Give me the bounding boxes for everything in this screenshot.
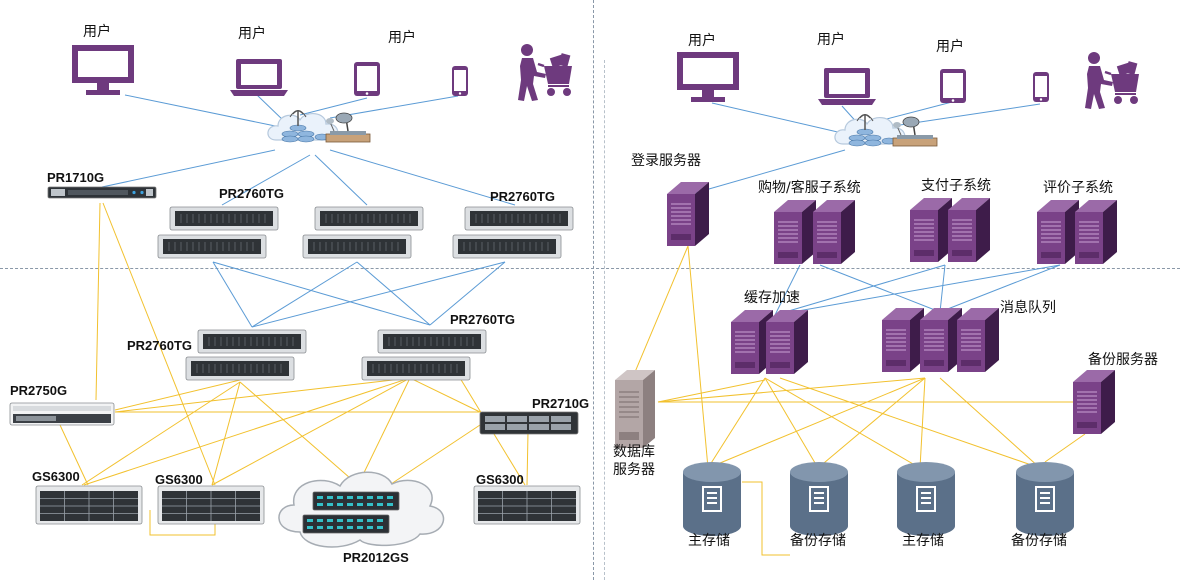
db-server-label-line2: 服务器 (613, 462, 655, 478)
pr2012gs-cloud (278, 471, 445, 548)
server-label-pr2760tg: PR2760TG (450, 312, 516, 327)
pr2760tg-server-bottom-3 (452, 234, 562, 259)
user-label: 用户 (83, 24, 111, 40)
mq-server-icon-2 (919, 307, 963, 373)
cloud-network-icon (267, 109, 371, 143)
user-label: 用户 (936, 39, 964, 55)
database-server-icon (614, 369, 656, 449)
mq-server-icon-3 (956, 307, 1000, 373)
pr2760tg-server-bottom-2 (302, 234, 412, 259)
server-label-pr1710g: PR1710G (47, 170, 105, 185)
shopper-cart-icon (516, 42, 574, 103)
desktop-computer-icon (72, 45, 134, 95)
pr2760tg-server-bottom-4 (185, 356, 295, 381)
backup-server-icon (1072, 369, 1116, 435)
smartphone-icon (452, 66, 468, 96)
gs6300-storage-1 (35, 485, 143, 525)
storage-label-backup: 备份存储 (790, 533, 846, 549)
server-label-pr2750g: PR2750G (10, 383, 68, 398)
login-server-icon (666, 181, 710, 247)
storage-label-gs6300: GS6300 (155, 472, 203, 487)
review-server-icon-2 (1074, 199, 1118, 265)
user-label: 用户 (238, 26, 266, 42)
laptop-icon (230, 59, 288, 96)
server-label-pr2760tg: PR2760TG (219, 186, 285, 201)
pr2760tg-server-bottom-5 (361, 356, 471, 381)
tablet-icon (354, 62, 380, 96)
left-wan-links (101, 94, 516, 328)
shopper-cart-icon-right (1083, 50, 1141, 111)
pr2760tg-server-top-1 (169, 206, 279, 231)
cache-server-icon-2 (765, 309, 809, 375)
pr2710g-server (479, 411, 579, 435)
laptop-icon-right (818, 68, 876, 105)
login-server-label: 登录服务器 (631, 153, 701, 169)
gs6300-storage-2 (157, 485, 265, 525)
pr2760tg-server-top-2 (314, 206, 424, 231)
user-label: 用户 (388, 30, 416, 46)
backup-server-label: 备份服务器 (1088, 352, 1158, 368)
backup-storage-icon-1 (789, 461, 849, 537)
pr2760tg-server-top-4 (197, 329, 307, 354)
storage-label-backup: 备份存储 (1011, 533, 1067, 549)
desktop-computer-icon-right (677, 52, 739, 102)
server-label-pr2760tg: PR2760TG (490, 189, 556, 204)
tablet-icon-right (940, 69, 966, 103)
shop-server-icon-1 (773, 199, 817, 265)
right-wan-links (687, 101, 1061, 316)
db-server-label-line1: 数据库 (613, 444, 655, 460)
user-label: 用户 (688, 33, 716, 49)
payment-server-icon-1 (909, 197, 953, 263)
backup-storage-icon-2 (1015, 461, 1075, 537)
payment-server-icon-2 (947, 197, 991, 263)
smartphone-icon-right (1033, 72, 1049, 102)
mq-label: 消息队列 (1000, 300, 1056, 316)
storage-label-gs6300: GS6300 (476, 472, 524, 487)
cloud-network-icon-right (834, 113, 938, 147)
pr2760tg-server-bottom-1 (157, 234, 267, 259)
storage-label-primary: 主存储 (688, 533, 730, 549)
pr2750g-server (9, 402, 115, 426)
review-server-icon-1 (1036, 199, 1080, 265)
pr2012gs-server-top (312, 491, 400, 511)
cache-label: 缓存加速 (744, 290, 800, 306)
payment-label: 支付子系统 (921, 178, 991, 194)
right-storage-links (634, 245, 1086, 556)
shop-service-label: 购物/客服子系统 (758, 180, 861, 196)
storage-label-pr2012gs: PR2012GS (343, 550, 409, 565)
storage-label-gs6300: GS6300 (32, 469, 80, 484)
shop-server-icon-2 (812, 199, 856, 265)
server-label-pr2760tg: PR2760TG (127, 338, 193, 353)
mq-server-icon-1 (881, 307, 925, 373)
review-label: 评价子系统 (1043, 180, 1113, 196)
vertical-divider-inner (604, 60, 605, 580)
primary-storage-icon-1 (682, 461, 742, 537)
storage-label-primary: 主存储 (902, 533, 944, 549)
horizontal-divider (0, 268, 1180, 269)
vertical-divider (593, 0, 594, 580)
pr2760tg-server-top-3 (464, 206, 574, 231)
server-label-pr2710g: PR2710G (532, 396, 590, 411)
pr2012gs-server-bottom (302, 514, 390, 534)
pr1710g-server (47, 186, 157, 199)
user-label: 用户 (817, 32, 845, 48)
gs6300-storage-3 (473, 485, 581, 525)
left-storage-links (59, 202, 529, 536)
primary-storage-icon-2 (896, 461, 956, 537)
pr2760tg-server-top-5 (377, 329, 487, 354)
